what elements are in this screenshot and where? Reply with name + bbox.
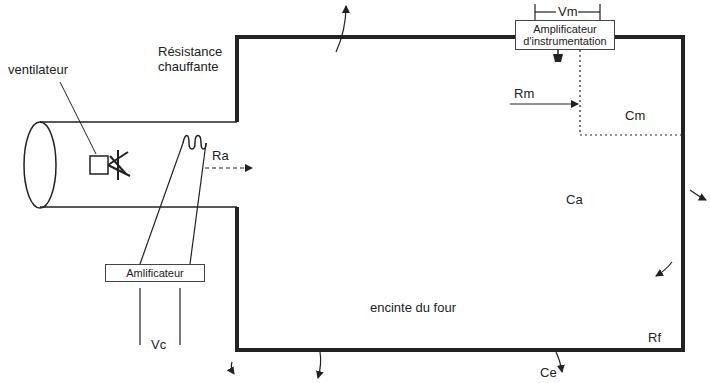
- wire: [140, 143, 183, 264]
- heat-loss-arrow: [690, 190, 706, 200]
- signal-name: Vm: [558, 4, 578, 19]
- signal-name: Vc: [149, 337, 168, 352]
- wire: [139, 288, 140, 345]
- heater-label: Résistance chauffante: [158, 44, 248, 74]
- heating-coil: [183, 136, 206, 150]
- heat-loss-arrow: [336, 6, 346, 52]
- heat-loss-arrow: [231, 362, 234, 374]
- temperature-sensor: [553, 54, 563, 62]
- sensor-region: [579, 40, 580, 135]
- enclosure-label: encinte du four: [370, 300, 456, 315]
- fan-blades: [108, 150, 130, 180]
- flow-label: Ra: [212, 148, 229, 163]
- box-text: Amplificateur d'instrumentation: [519, 23, 611, 47]
- fan-label: ventilateur: [8, 62, 68, 77]
- wire: [535, 11, 556, 12]
- capacity-label: Ca: [566, 192, 583, 207]
- wire: [179, 288, 180, 345]
- oven-enclosure: [237, 37, 683, 350]
- flow-arrow: [205, 167, 252, 168]
- flow-label: Rm: [514, 86, 534, 101]
- duct-opening: [24, 122, 56, 208]
- heat-loss-arrow: [656, 262, 672, 276]
- sensor-region: [580, 134, 681, 135]
- capacity-label: Cm: [625, 108, 645, 123]
- flow-arrow: [510, 103, 578, 104]
- box-text: Amlificateur: [109, 267, 201, 279]
- wire: [578, 11, 600, 12]
- amplifier-box: Amlificateur: [105, 264, 205, 282]
- fan-motor: [90, 156, 108, 174]
- resistance-label: Rf: [648, 330, 661, 345]
- wire: [190, 143, 206, 264]
- duct-wall: [40, 121, 237, 123]
- heat-loss-arrow: [318, 352, 321, 378]
- heat-loss-arrow: [556, 352, 562, 372]
- capacity-label: Ce: [540, 365, 557, 380]
- leader-line: [60, 82, 96, 154]
- instrumentation-amplifier-box: Amplificateur d'instrumentation: [515, 20, 615, 50]
- duct-wall: [40, 206, 237, 208]
